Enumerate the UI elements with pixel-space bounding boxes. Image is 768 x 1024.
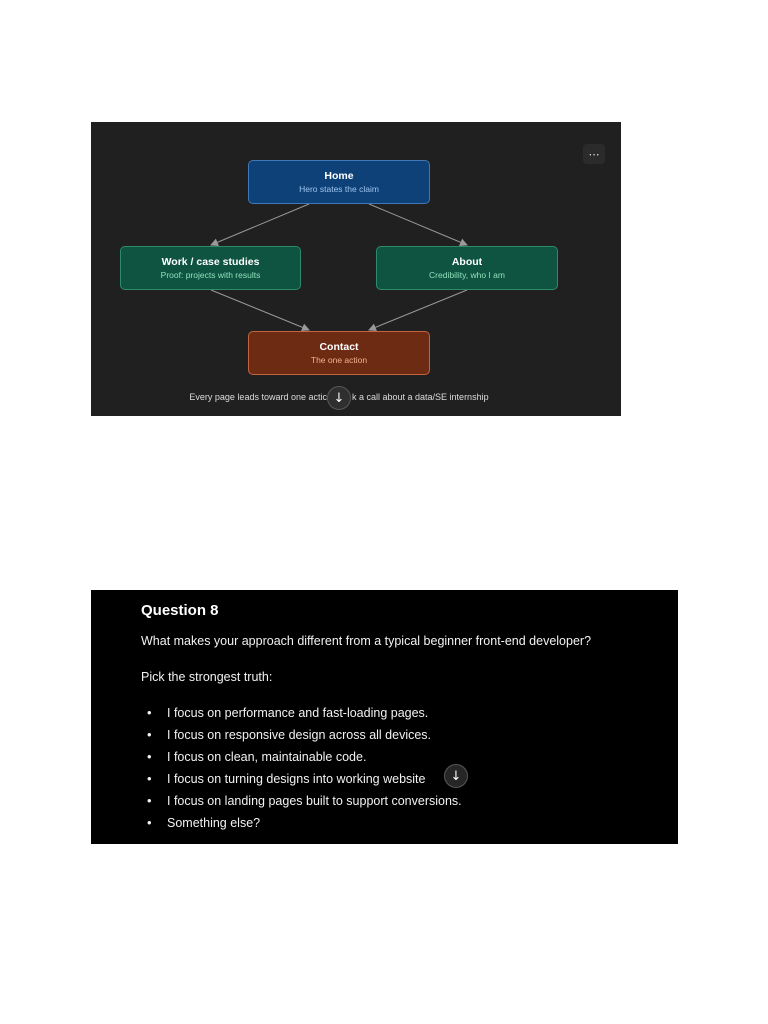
node-work: Work / case studies Proof: projects with… [120, 246, 301, 290]
more-options-icon: ⋯ [588, 148, 600, 161]
option-item: I focus on clean, maintainable code. [141, 748, 462, 770]
node-home: Home Hero states the claim [248, 160, 430, 204]
question-text: What makes your approach different from … [141, 634, 592, 648]
node-work-title: Work / case studies [161, 256, 260, 268]
diagram-caption: Every page leads toward one actic k a ca… [189, 392, 489, 402]
arrow-home-to-work [210, 203, 310, 246]
diagram-panel: Home Hero states the claim Work / case s… [91, 122, 621, 416]
option-item: I focus on performance and fast-loading … [141, 704, 462, 726]
node-home-subtitle: Hero states the claim [299, 184, 379, 194]
option-list: I focus on performance and fast-loading … [141, 704, 462, 836]
option-item: I focus on responsive design across all … [141, 726, 462, 748]
question-prompt: Pick the strongest truth: [141, 670, 273, 684]
option-item: I focus on turning designs into working … [141, 770, 462, 792]
option-item: Something else? [141, 814, 462, 836]
question-title: Question 8 [141, 602, 219, 619]
arrow-home-to-about [368, 203, 468, 246]
option-item: I focus on landing pages built to suppor… [141, 792, 462, 814]
node-contact-title: Contact [319, 341, 359, 353]
diagram-connectors [210, 203, 468, 332]
node-contact: Contact The one action [248, 331, 430, 375]
scroll-down-button[interactable]: ↓ [327, 386, 351, 410]
arrow-down-icon: ↓ [333, 390, 345, 406]
arrow-about-to-contact [368, 289, 468, 332]
node-contact-subtitle: The one action [310, 355, 368, 365]
node-about: About Credibility, who I am [376, 246, 558, 290]
arrow-work-to-contact [210, 289, 310, 332]
question-panel: Question 8 What makes your approach diff… [91, 590, 678, 844]
scroll-down-button[interactable]: ↓ [444, 764, 468, 788]
node-about-title: About [451, 256, 483, 268]
node-about-subtitle: Credibility, who I am [429, 270, 505, 280]
node-home-title: Home [324, 170, 354, 182]
node-work-subtitle: Proof: projects with results [160, 270, 261, 280]
more-options-button[interactable]: ⋯ [583, 144, 605, 164]
arrow-down-icon: ↓ [450, 768, 462, 784]
